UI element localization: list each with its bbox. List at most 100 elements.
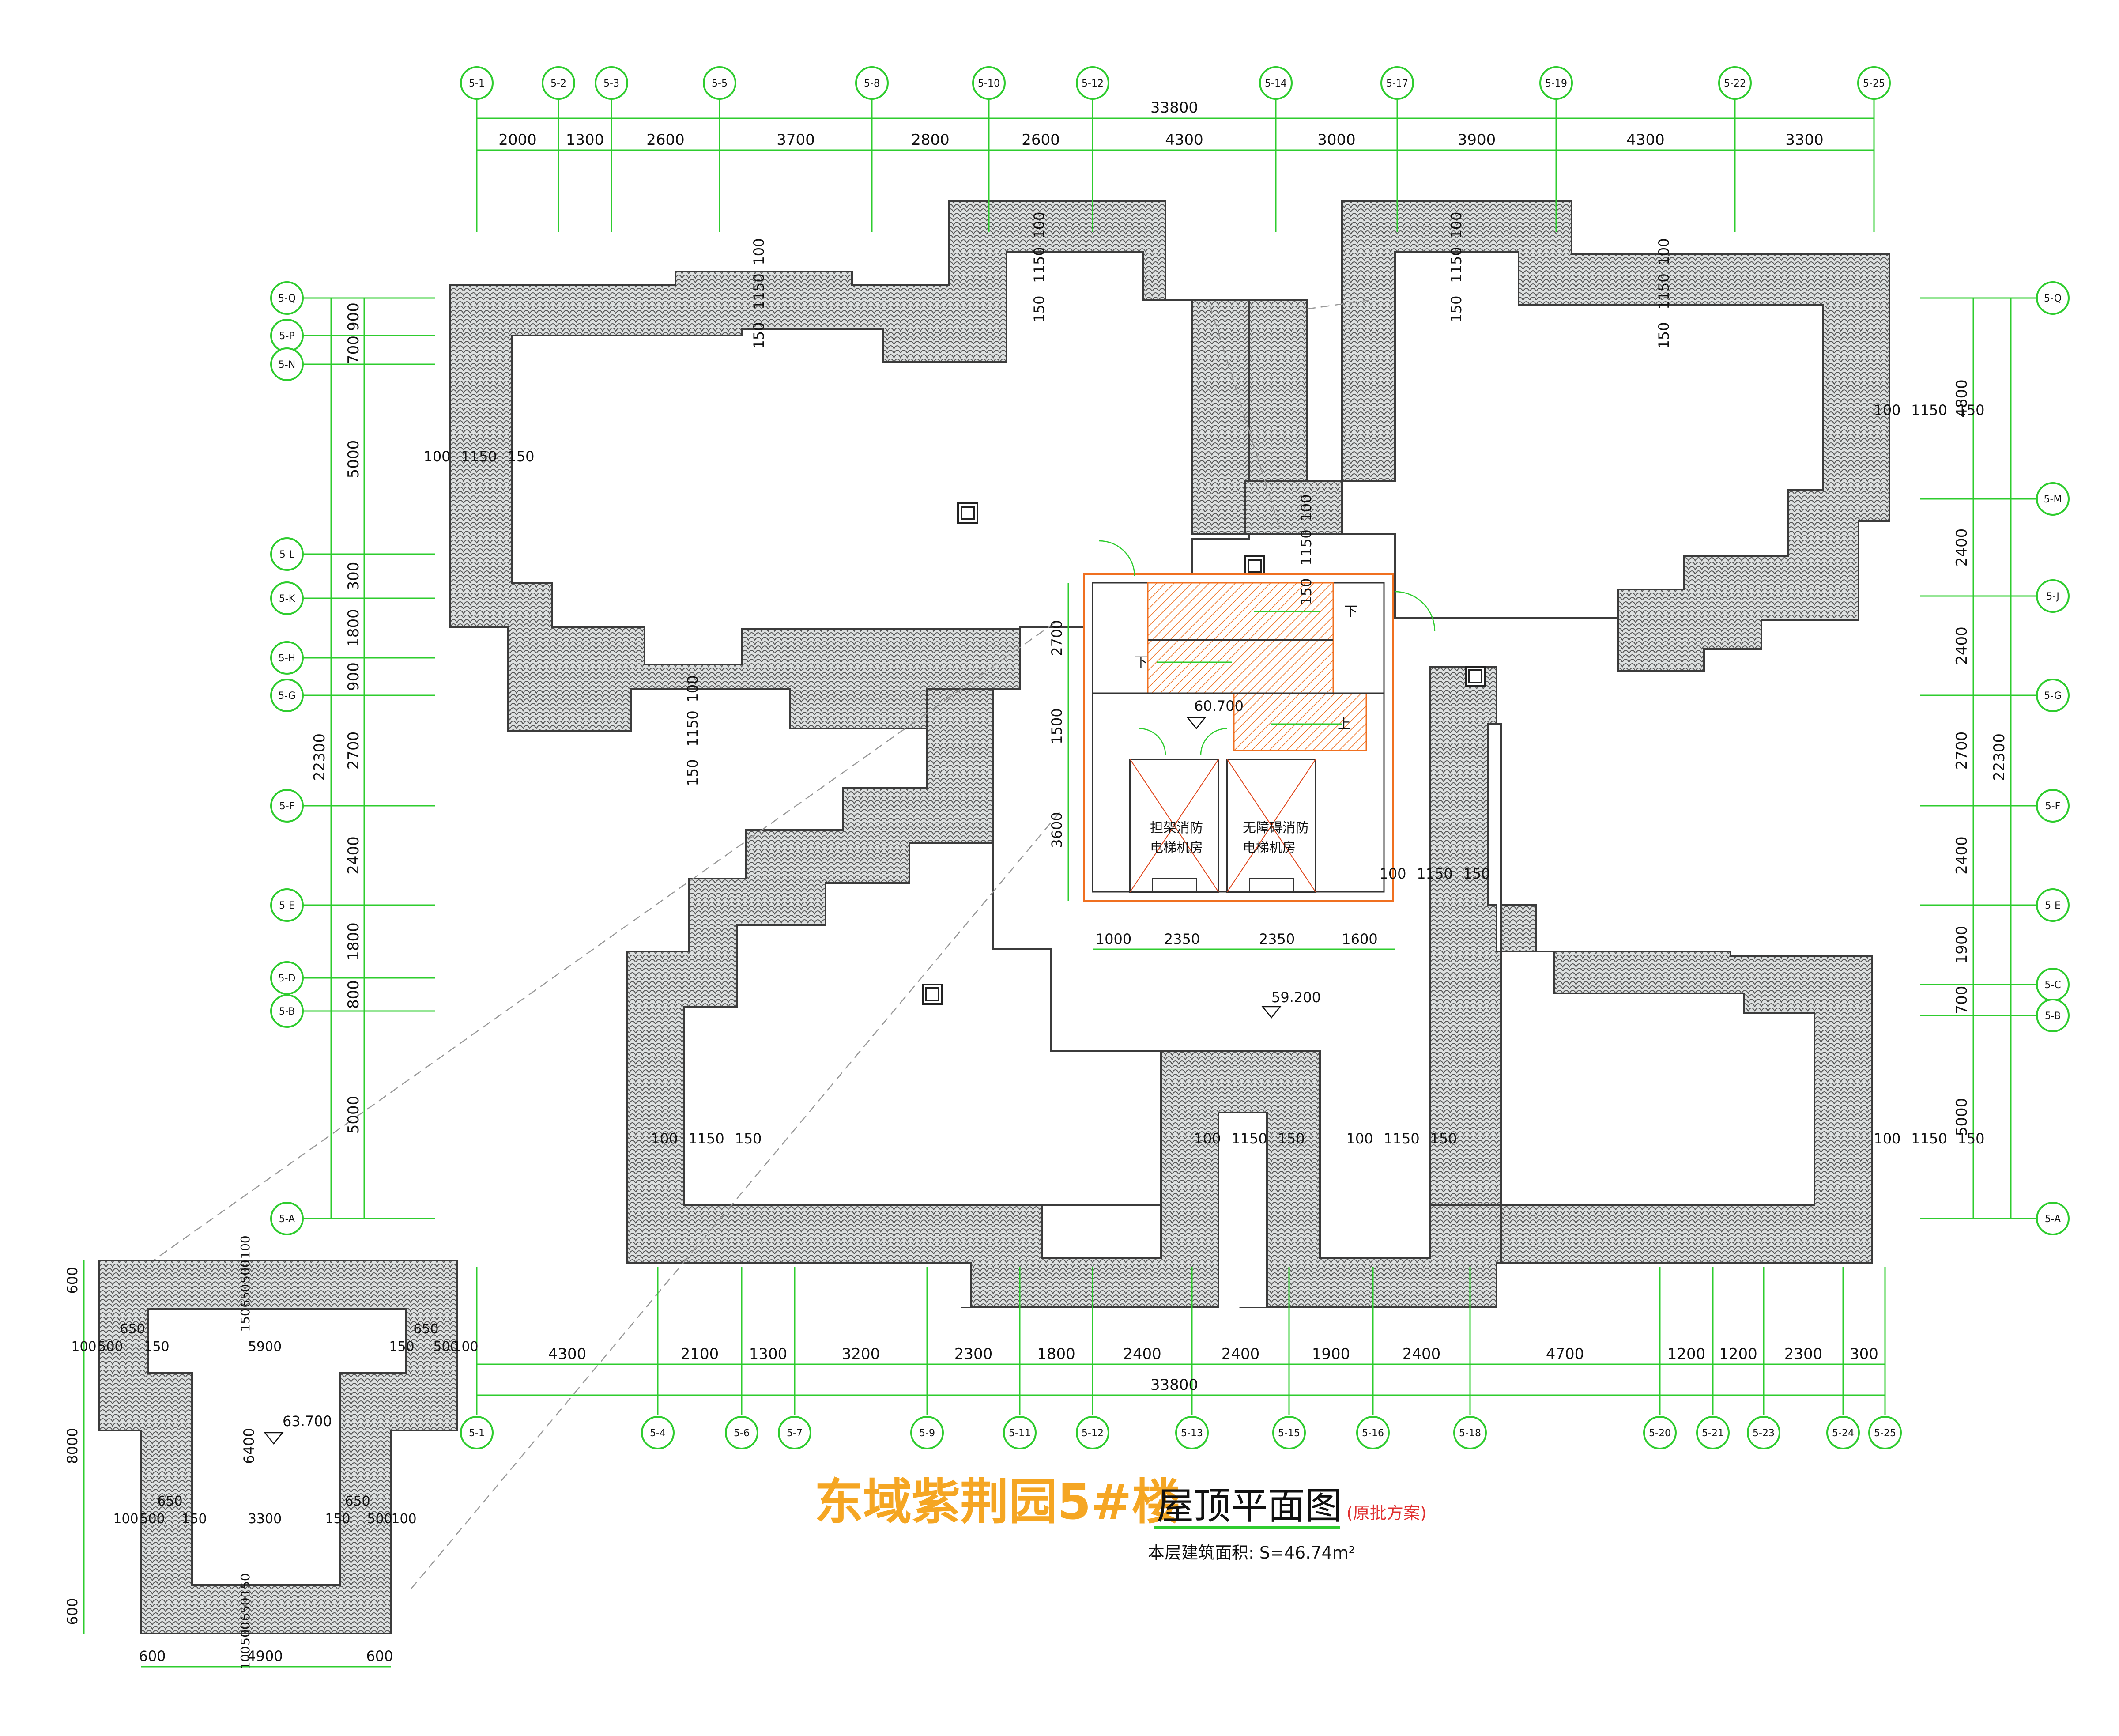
detail-row1-8: 100 [453, 1339, 478, 1355]
detail-bottom-0: 600 [139, 1648, 166, 1664]
dim-left-span-1: 700 [345, 336, 362, 364]
dim-bottom-span-0: 4300 [548, 1345, 587, 1363]
dim-top-span-4: 2800 [911, 131, 950, 149]
grid-left-4-label: 5-K [279, 593, 295, 604]
room-1-line2: 电梯机房 [1150, 840, 1203, 856]
grid-bottom-1-label: 5-4 [650, 1428, 666, 1439]
guide-lines [150, 299, 1369, 1590]
dim-left-span-3: 300 [345, 562, 362, 591]
dim-top-span-7: 3000 [1317, 131, 1356, 149]
detail-row2-7: 500 [367, 1511, 392, 1527]
eave-v-0-c: 150 [750, 322, 767, 349]
grid-bottom-10-label: 5-18 [1459, 1428, 1481, 1439]
grid-left-10-label: 5-B [279, 1006, 295, 1017]
dim-top-total: 33800 [1150, 99, 1198, 117]
detail-row2-2: 650 [157, 1494, 182, 1509]
stair-label-up: 上 [1338, 717, 1351, 732]
detail-row1-2: 650 [120, 1321, 145, 1337]
grid-top-1-label: 5-2 [550, 78, 566, 89]
stair-dim-v-0: 2700 [1048, 620, 1065, 656]
eave-v-0-b: 1150 [750, 273, 767, 309]
stair-flight-lower [1233, 692, 1367, 751]
dim-right-span-1: 2400 [1953, 528, 1971, 567]
eave-v-2-a: 100 [1448, 211, 1465, 238]
stair-core [1083, 540, 1436, 902]
interior-east [1487, 723, 1815, 1206]
eave-h-1-b: 1150 [1417, 865, 1452, 882]
door-swing-4 [1200, 728, 1228, 755]
eave-h-2-a: 100 [651, 1130, 678, 1147]
eave-h-0-a: 100 [423, 448, 450, 465]
dim-left-span-2: 5000 [345, 440, 362, 479]
grid-right-2-label: 5-J [2046, 591, 2059, 602]
core-labels: 下 下 上 担架消防 电梯机房 无障碍消防 电梯机房 60.700 59.200… [264, 604, 1357, 1445]
grid-top-0-label: 5-1 [469, 78, 485, 89]
eave-h-3-a: 100 [1194, 1130, 1221, 1147]
grid-bottom-4-label: 5-9 [919, 1428, 935, 1439]
stair-dim-h-3: 1600 [1342, 931, 1377, 947]
grid-top-3-label: 5-5 [712, 78, 728, 89]
dim-bottom-span-8: 1900 [1312, 1345, 1350, 1363]
detail-roof [98, 1260, 458, 1634]
dim-left-span-5: 900 [345, 662, 362, 691]
title-sub: 屋顶平面图 [1157, 1484, 1342, 1528]
grid-bottom-12-bubble [1696, 1416, 1730, 1449]
dim-top-span-8: 3900 [1458, 131, 1496, 149]
door-swing-2 [1395, 591, 1436, 632]
stair-dim-h-2: 2350 [1259, 931, 1295, 947]
dim-left-span-9: 800 [345, 980, 362, 1009]
grid-bottom-1-bubble [641, 1416, 675, 1449]
grid-top-9-label: 5-19 [1545, 78, 1567, 89]
grid-top-11-label: 5-25 [1863, 78, 1885, 89]
dim-right-total: 22300 [1991, 733, 2008, 781]
roof [449, 200, 1890, 1308]
eave-v-4-b: 1150 [684, 710, 701, 746]
grid-right-7-label: 5-B [2045, 1011, 2061, 1022]
dim-top-span-3: 3700 [777, 131, 815, 149]
detail-row2-1: 500 [140, 1511, 165, 1527]
detail-row2-5: 150 [325, 1511, 350, 1527]
detail-bottom-2: 600 [366, 1648, 393, 1664]
dim-top-span-5: 2600 [1022, 131, 1060, 149]
detail-left-0: 600 [64, 1267, 81, 1294]
stair-dim-v-1: 1500 [1048, 708, 1065, 744]
detail-vbot-0: 150 [238, 1573, 253, 1596]
dim-right-span-2: 2400 [1953, 626, 1971, 665]
title-area: 本层建筑面积: S=46.74m² [1148, 1543, 1355, 1562]
dim-left-span-6: 2700 [345, 732, 362, 770]
eave-v-2-c: 150 [1448, 295, 1465, 322]
dim-left-span-0: 900 [345, 302, 362, 331]
dim-right-span-0: 4800 [1953, 379, 1971, 418]
eave-v-1-c: 150 [1031, 295, 1048, 322]
detail-row2-4: 3300 [248, 1511, 282, 1527]
grid-top-4-label: 5-8 [864, 78, 880, 89]
grid-bottom-2-bubble [725, 1416, 758, 1449]
grid-top-7-label: 5-14 [1265, 78, 1287, 89]
stair-dim-v-2: 3600 [1048, 812, 1065, 848]
stair-dim-h-1: 2350 [1164, 931, 1200, 947]
dim-top-span-2: 2600 [646, 131, 685, 149]
dim-bottom-span-2: 1300 [749, 1345, 788, 1363]
grid-left-0-label: 5-Q [278, 293, 296, 304]
grid-bottom-14-bubble [1826, 1416, 1860, 1449]
grid-left-5-label: 5-H [279, 653, 295, 664]
dim-left-span-10: 5000 [345, 1096, 362, 1134]
eave-v-3-b: 1150 [1655, 273, 1672, 309]
dim-bottom-span-11: 1200 [1667, 1345, 1706, 1363]
eave-h-6-a: 100 [1874, 402, 1900, 419]
grid-bottom-7-bubble [1175, 1416, 1209, 1449]
grid-left-8-label: 5-E [279, 900, 295, 911]
grid-left-11-label: 5-A [279, 1214, 295, 1225]
dim-bottom-span-1: 2100 [681, 1345, 719, 1363]
dim-left-span-4: 1800 [345, 609, 362, 647]
grid-bottom-13-bubble [1747, 1416, 1780, 1449]
eave-v-4-c: 150 [684, 759, 701, 786]
grid-bottom-13-label: 5-23 [1753, 1428, 1775, 1439]
title-main: 东域紫荆园5#楼 [814, 1474, 1180, 1530]
detail-vbot-1: 650 [238, 1597, 253, 1621]
grid-bottom-8-bubble [1272, 1416, 1306, 1449]
detail-row1-1: 500 [98, 1339, 123, 1355]
grid-right-1-label: 5-M [2044, 494, 2062, 505]
dim-bottom-span-10: 4700 [1546, 1345, 1584, 1363]
